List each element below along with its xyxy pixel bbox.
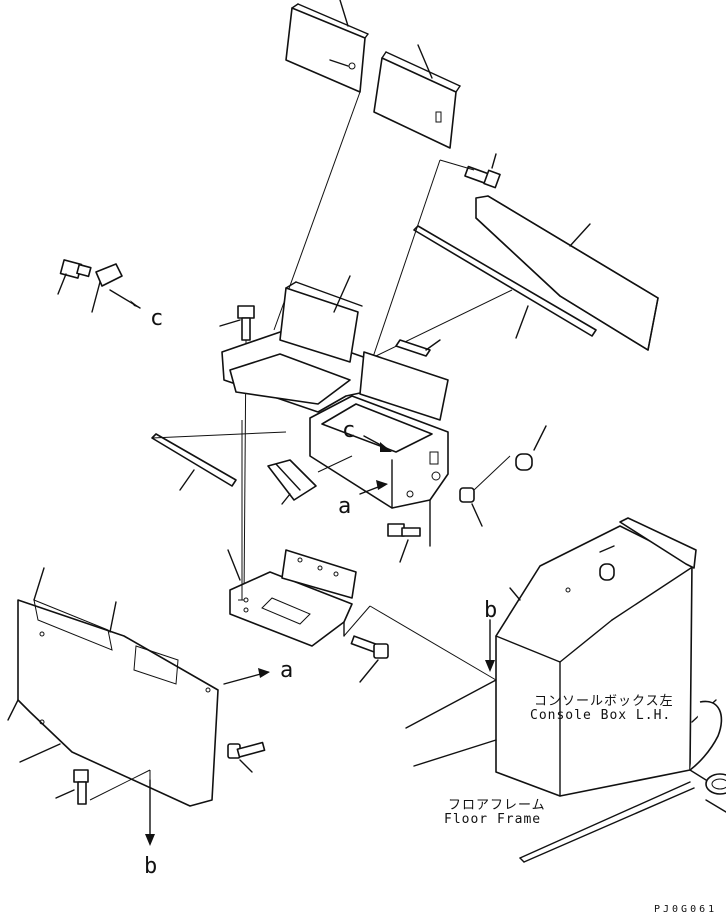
drawing-code: PJ0G061: [654, 904, 718, 915]
mount-bracket: [227, 549, 357, 647]
bolt-lower-left: [55, 769, 151, 805]
grip-pad: [267, 459, 317, 505]
floor-frame-label-jp: フロアフレーム: [448, 798, 546, 813]
console-box-label-jp: コンソールボックス左: [534, 694, 674, 709]
side-strip-left: [151, 433, 237, 491]
lower-left-cover: [7, 567, 219, 807]
bolt-lower-center: [387, 523, 421, 563]
label-b-lower: b: [144, 854, 158, 879]
top-cover-left: [285, 0, 369, 93]
bolt-top: [464, 153, 501, 189]
top-cover-right: [373, 44, 461, 149]
floor-frame: [405, 679, 726, 863]
floor-frame-label-en: Floor Frame: [444, 812, 542, 827]
console-upper-frame: [221, 275, 449, 547]
label-b-right: b: [484, 598, 498, 623]
label-a-upper: a: [338, 494, 352, 519]
label-a-lower: a: [280, 658, 294, 683]
bolt-left-with-clip: [57, 259, 141, 313]
console-box-label-en: Console Box L.H.: [530, 708, 672, 723]
label-c-center: c: [342, 418, 356, 443]
long-panel-right: [475, 195, 659, 351]
bolt-bracket: [343, 605, 497, 683]
nut-right: [459, 455, 511, 527]
bolt-cover-right: [227, 741, 266, 773]
label-c-left: c: [150, 306, 164, 331]
cap-right: [515, 425, 547, 471]
console-box-lh: [495, 517, 697, 797]
